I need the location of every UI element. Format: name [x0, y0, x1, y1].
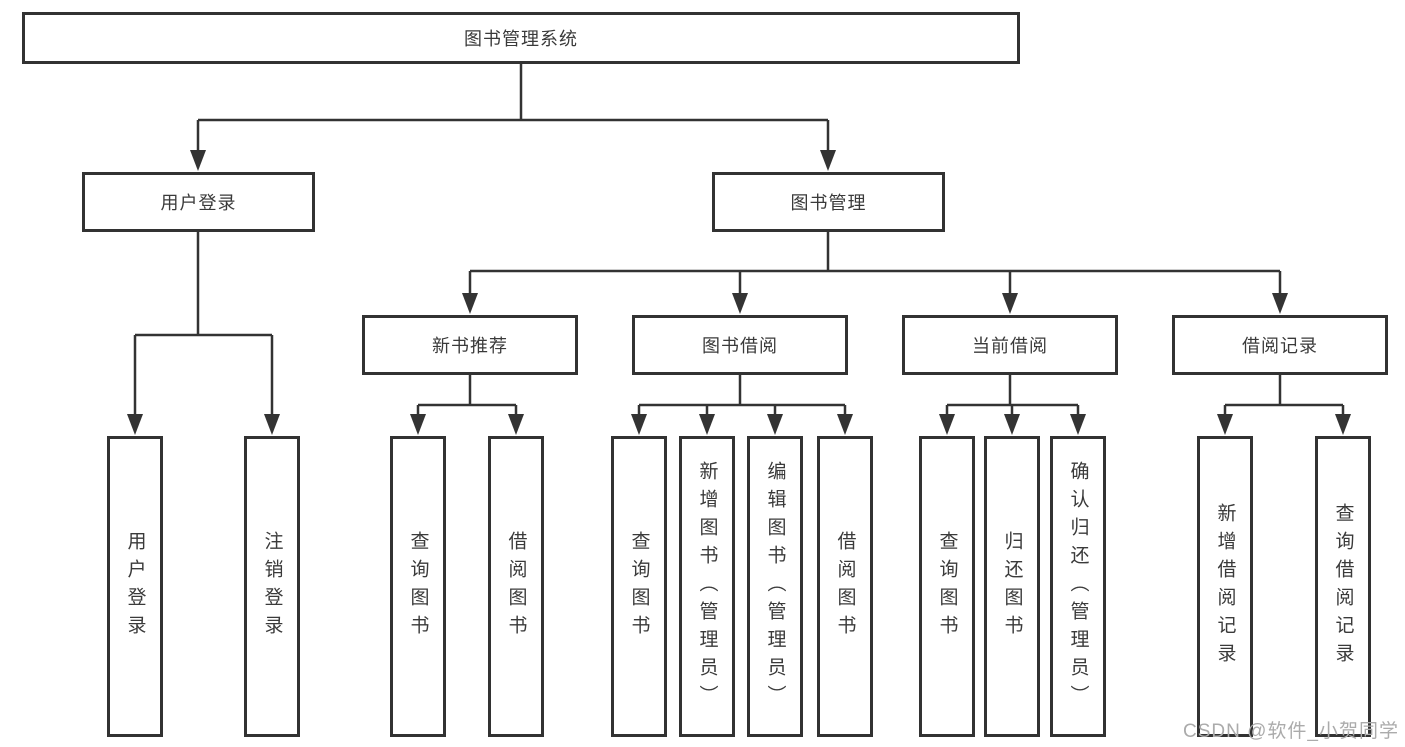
- node-label: 查询借阅记录: [1332, 502, 1354, 671]
- node-label: 新增借阅记录: [1214, 502, 1236, 671]
- node-label: 图书管理: [790, 193, 867, 213]
- node-label: 注销登录: [261, 530, 283, 643]
- node-label: 新书推荐: [432, 336, 508, 356]
- leaf-query-books-recommend: 查询图书: [390, 436, 446, 737]
- node-borrowing-records: 借阅记录: [1172, 315, 1388, 375]
- leaf-query-books-current: 查询图书: [919, 436, 975, 737]
- leaf-edit-books-admin: 编辑图书（管理员）: [747, 436, 803, 737]
- node-label: 用户登录: [124, 530, 146, 643]
- node-new-book-recommendation: 新书推荐: [362, 315, 578, 375]
- leaf-query-borrow-record: 查询借阅记录: [1315, 436, 1371, 737]
- node-label: 用户登录: [160, 193, 237, 213]
- leaf-query-books-borrowing: 查询图书: [611, 436, 667, 737]
- node-root-library-management-system: 图书管理系统: [22, 12, 1020, 64]
- leaf-user-login: 用户登录: [107, 436, 163, 737]
- node-label: 查询图书: [936, 530, 958, 643]
- node-label: 当前借阅: [972, 336, 1048, 356]
- node-label: 归还图书: [1001, 530, 1023, 643]
- node-book-borrowing: 图书借阅: [632, 315, 848, 375]
- leaf-borrow-books-recommend: 借阅图书: [488, 436, 544, 737]
- node-current-borrowing: 当前借阅: [902, 315, 1118, 375]
- leaf-confirm-return-admin: 确认归还（管理员）: [1050, 436, 1106, 737]
- leaf-return-books: 归还图书: [984, 436, 1040, 737]
- leaf-logout: 注销登录: [244, 436, 300, 737]
- csdn-watermark: CSDN @软件_小贺同学: [1183, 721, 1399, 742]
- node-user-login-branch: 用户登录: [82, 172, 315, 232]
- node-label: 确认归还（管理员）: [1067, 460, 1089, 713]
- node-label: 编辑图书（管理员）: [764, 460, 786, 713]
- node-label: 查询图书: [628, 530, 650, 643]
- node-label: 图书借阅: [702, 336, 778, 356]
- leaf-add-books-admin: 新增图书（管理员）: [679, 436, 735, 737]
- node-label: 借阅记录: [1242, 336, 1318, 356]
- node-label: 新增图书（管理员）: [696, 460, 718, 713]
- node-label: 借阅图书: [834, 530, 856, 643]
- node-label: 查询图书: [407, 530, 429, 643]
- leaf-borrow-books: 借阅图书: [817, 436, 873, 737]
- node-book-management-branch: 图书管理: [712, 172, 945, 232]
- node-label: 图书管理系统: [464, 29, 578, 49]
- node-label: 借阅图书: [505, 530, 527, 643]
- leaf-add-borrow-record: 新增借阅记录: [1197, 436, 1253, 737]
